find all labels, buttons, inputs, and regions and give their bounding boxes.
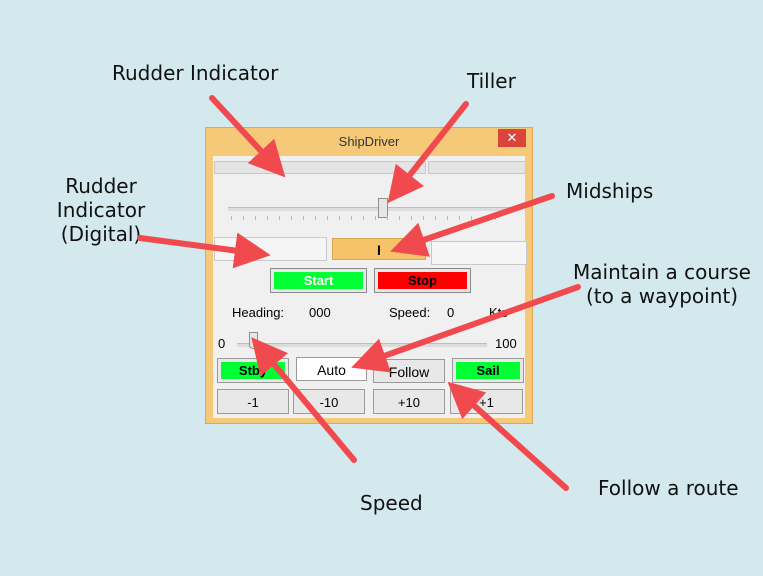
callout-maintain-course: Maintain a course (to a waypoint) (572, 260, 752, 308)
window-title: ShipDriver (338, 134, 400, 149)
step-plus-1-label: +1 (479, 395, 494, 410)
speed-track[interactable] (237, 343, 487, 347)
rudder-indicator-port (214, 161, 426, 174)
callout-speed: Speed (360, 491, 423, 515)
step-minus-1-label: -1 (247, 395, 259, 410)
callout-maintain-line-2: (to a waypoint) (585, 284, 739, 308)
stop-button[interactable]: Stop (374, 268, 471, 293)
rudder-digital-display (214, 237, 327, 261)
midships-marker: I (377, 242, 381, 258)
speed-min-label: 0 (218, 336, 226, 351)
stby-button[interactable]: Stby (217, 358, 289, 383)
start-label: Start (303, 273, 334, 288)
callout-rudder-digital-line-1: Rudder (65, 174, 137, 198)
speed-unit: Kts (489, 305, 508, 320)
sail-label: Sail (476, 363, 500, 378)
speed-max-label: 100 (495, 336, 517, 351)
callout-rudder-digital-line-2: Indicator (56, 198, 146, 222)
speed-label: Speed: (389, 305, 431, 320)
heading-label: Heading: (232, 305, 285, 320)
title-bar[interactable]: ShipDriver ✕ (206, 128, 532, 156)
tiller-ticks (231, 216, 507, 220)
callout-rudder-indicator: Rudder Indicator (112, 61, 279, 85)
rudder-right-display (431, 241, 527, 265)
step-plus-10-button[interactable]: +10 (373, 389, 445, 414)
tiller-track[interactable] (228, 207, 510, 211)
speed-thumb[interactable] (249, 332, 259, 349)
midships-button[interactable]: I (332, 238, 426, 260)
callout-maintain-line-1: Maintain a course (573, 260, 751, 284)
tiller-thumb[interactable] (378, 198, 388, 218)
callout-rudder-digital: Rudder Indicator (Digital) (46, 174, 156, 246)
auto-button[interactable]: Auto (296, 357, 367, 381)
callout-midships: Midships (566, 179, 654, 203)
callout-tiller: Tiller (467, 69, 516, 93)
step-minus-10-label: -10 (319, 395, 339, 410)
client-area: I Start Stop Heading: 000 Speed: 0 Kts 0… (213, 156, 527, 418)
step-minus-10-button[interactable]: -10 (293, 389, 365, 414)
start-button[interactable]: Start (270, 268, 367, 293)
speed-value: 0 (447, 305, 455, 320)
heading-value: 000 (309, 305, 331, 320)
close-button[interactable]: ✕ (498, 129, 526, 147)
step-plus-1-button[interactable]: +1 (450, 389, 523, 414)
stop-label: Stop (408, 273, 437, 288)
stby-label: Stby (238, 363, 268, 378)
step-plus-10-label: +10 (397, 395, 421, 410)
callout-follow-route: Follow a route (598, 476, 739, 500)
auto-label: Auto (317, 362, 346, 378)
rudder-indicator-starboard (428, 161, 526, 174)
shipdriver-window: ShipDriver ✕ I Start Stop Heading: (205, 127, 533, 424)
sail-button[interactable]: Sail (452, 358, 524, 383)
follow-button[interactable]: Follow (373, 359, 445, 383)
callout-rudder-digital-line-3: (Digital) (60, 222, 142, 246)
step-minus-1-button[interactable]: -1 (217, 389, 289, 414)
follow-label: Follow (388, 364, 430, 380)
close-icon: ✕ (506, 130, 518, 145)
